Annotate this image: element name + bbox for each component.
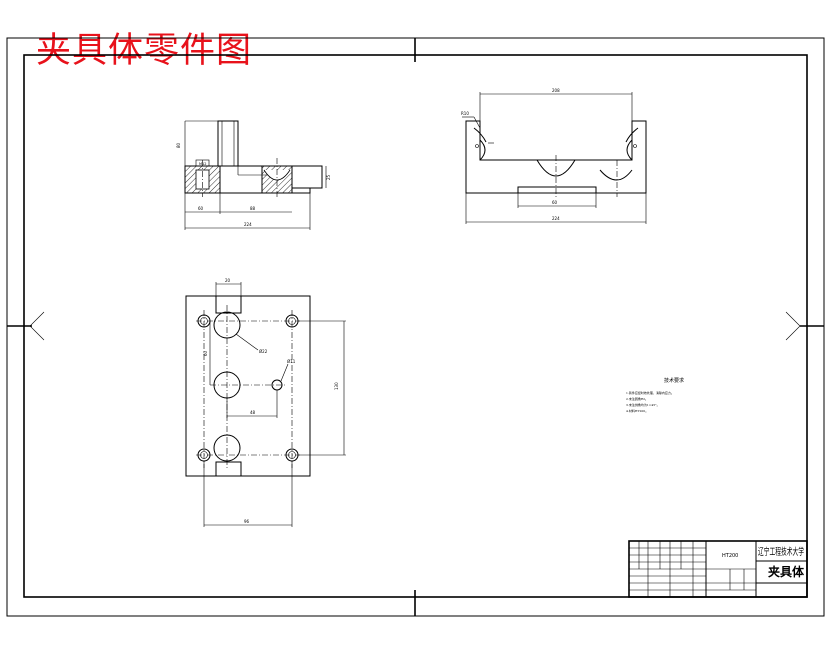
title-block-part-name: 夹具体 xyxy=(768,564,805,579)
front-elevation-view: M12 80 25 60 88 224 xyxy=(176,120,331,230)
title-block: HT200 辽宁工程技术大学 夹具体 xyxy=(628,540,808,598)
notes-item-1: 1.铸件应经时效处理，消除内应力。 xyxy=(626,390,674,395)
side-radius-label: R10 xyxy=(461,111,469,116)
elev-left-dim: 60 xyxy=(198,206,204,211)
outer-frame xyxy=(6,37,825,617)
plan-width-dim: 96 xyxy=(244,519,250,524)
inner-frame xyxy=(23,54,808,598)
plan-offset-dim: 48 xyxy=(250,410,256,415)
plan-pitch-dim: 60 xyxy=(203,350,208,356)
technical-notes: 技术要求 1.铸件应经时效处理，消除内应力。 2.未注圆角R2。 3.未注倒角均… xyxy=(626,377,684,413)
plan-hole2-label: Ø11 xyxy=(287,359,296,364)
notes-item-2: 2.未注圆角R2。 xyxy=(626,396,648,401)
elev-thread-label: M12 xyxy=(199,162,206,166)
elev-total-dim: 224 xyxy=(244,222,252,227)
centering-marks xyxy=(7,38,824,616)
plan-hole1-label: Ø22 xyxy=(259,349,268,354)
plan-top-dim: 20 xyxy=(225,278,231,283)
notes-heading: 技术要求 xyxy=(664,377,684,384)
side-total-dim: 224 xyxy=(552,216,560,221)
title-block-material: HT200 xyxy=(722,553,738,559)
notes-item-4: 4.材料HT200。 xyxy=(626,408,648,413)
plan-view: 20 Ø22 Ø11 48 60 130 xyxy=(185,278,346,527)
elev-height-dim: 80 xyxy=(176,142,181,148)
notes-item-3: 3.未注倒角均为1×45°。 xyxy=(626,402,660,407)
elev-mid-dim: 88 xyxy=(250,206,256,211)
side-base-dim: 60 xyxy=(552,200,558,205)
side-slot-dim: 208 xyxy=(552,88,560,93)
title-block-school: 辽宁工程技术大学 xyxy=(758,546,804,558)
elev-small-dim: 25 xyxy=(326,174,331,180)
drawing-title: 夹具体零件图 xyxy=(36,31,253,71)
plan-height-dim: 130 xyxy=(334,382,339,390)
side-elevation-view: 208 R10 60 224 xyxy=(461,88,647,224)
